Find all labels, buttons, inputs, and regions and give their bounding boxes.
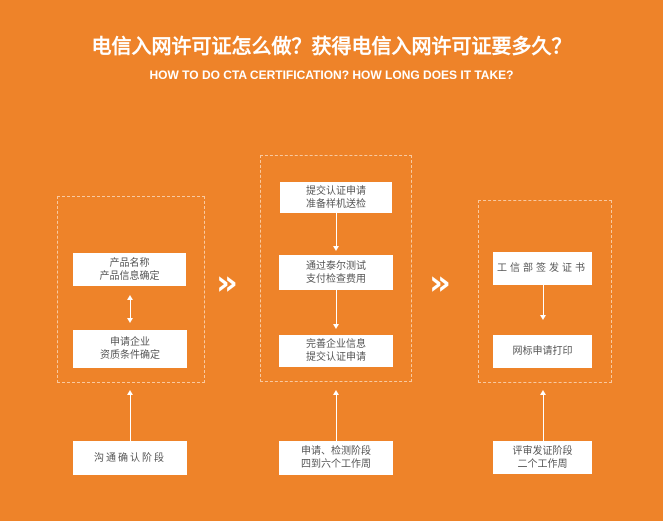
stage-3-phase: 评审发证阶段二个工作周 [493,441,592,474]
step-line: 资质条件确定 [100,350,160,361]
chevron-right-icon: » [429,263,451,303]
arrow-down-icon [333,324,339,329]
arrow-line [542,394,544,441]
phase-line: 二个工作周 [517,458,568,470]
arrow-down-icon [333,246,339,251]
stage-1-step-1: 产品名称产品信息确定 [73,253,186,286]
chevron-right-icon: » [216,263,238,303]
stage-2-step-2: 通过泰尔测试支付检查费用 [279,255,393,290]
step-line: 产品名称 [109,257,150,269]
step-line: 申请企业 [110,337,150,348]
arrow-line [335,213,337,248]
arrow-line [129,394,131,441]
stage-2-panel [260,155,412,382]
step-line: 产品信息确定 [99,270,160,282]
arrow-line [335,394,337,441]
stage-2-phase: 申请、检测阶段四到六个工作周 [279,441,393,475]
phase-line: 四到六个工作周 [301,459,371,470]
phase-line: 沟通确认阶段 [94,452,166,464]
page-subtitle: HOW TO DO CTA CERTIFICATION? HOW LONG DO… [149,68,514,82]
step-line: 准备样机送检 [306,198,366,210]
page-title: 电信入网许可证怎么做？获得电信入网许可证要多久？ [91,34,572,58]
step-line: 工信部签发证书 [497,263,588,274]
arrow-line [542,285,544,317]
arrow-line [335,290,337,326]
step-line: 通过泰尔测试 [306,260,366,272]
step-line: 完善企业信息 [306,339,366,350]
arrow-down-icon [127,318,133,323]
phase-line: 评审发证阶段 [512,445,573,457]
stage-2-step-1: 提交认证申请准备样机送检 [280,182,392,213]
stage-3-step-1: 工信部签发证书 [493,252,592,285]
stage-1-panel [57,196,205,383]
arrow-up-icon [540,390,546,395]
arrow-up-icon [333,390,339,395]
stage-3-step-2: 网标申请打印 [493,335,592,368]
double-arrow-line [129,298,131,320]
phase-line: 申请、检测阶段 [301,446,371,457]
step-line: 提交认证申请 [306,352,366,363]
stage-2-step-3: 完善企业信息提交认证申请 [279,335,393,367]
step-line: 网标申请打印 [512,346,573,357]
arrow-up-icon [127,390,133,395]
step-line: 支付检查费用 [306,273,366,285]
stage-1-phase: 沟通确认阶段 [73,441,187,475]
stage-1-step-2: 申请企业资质条件确定 [73,330,187,368]
stage-3-panel [478,200,612,383]
arrow-up-icon [127,295,133,300]
step-line: 提交认证申请 [306,185,366,197]
arrow-down-icon [540,315,546,320]
